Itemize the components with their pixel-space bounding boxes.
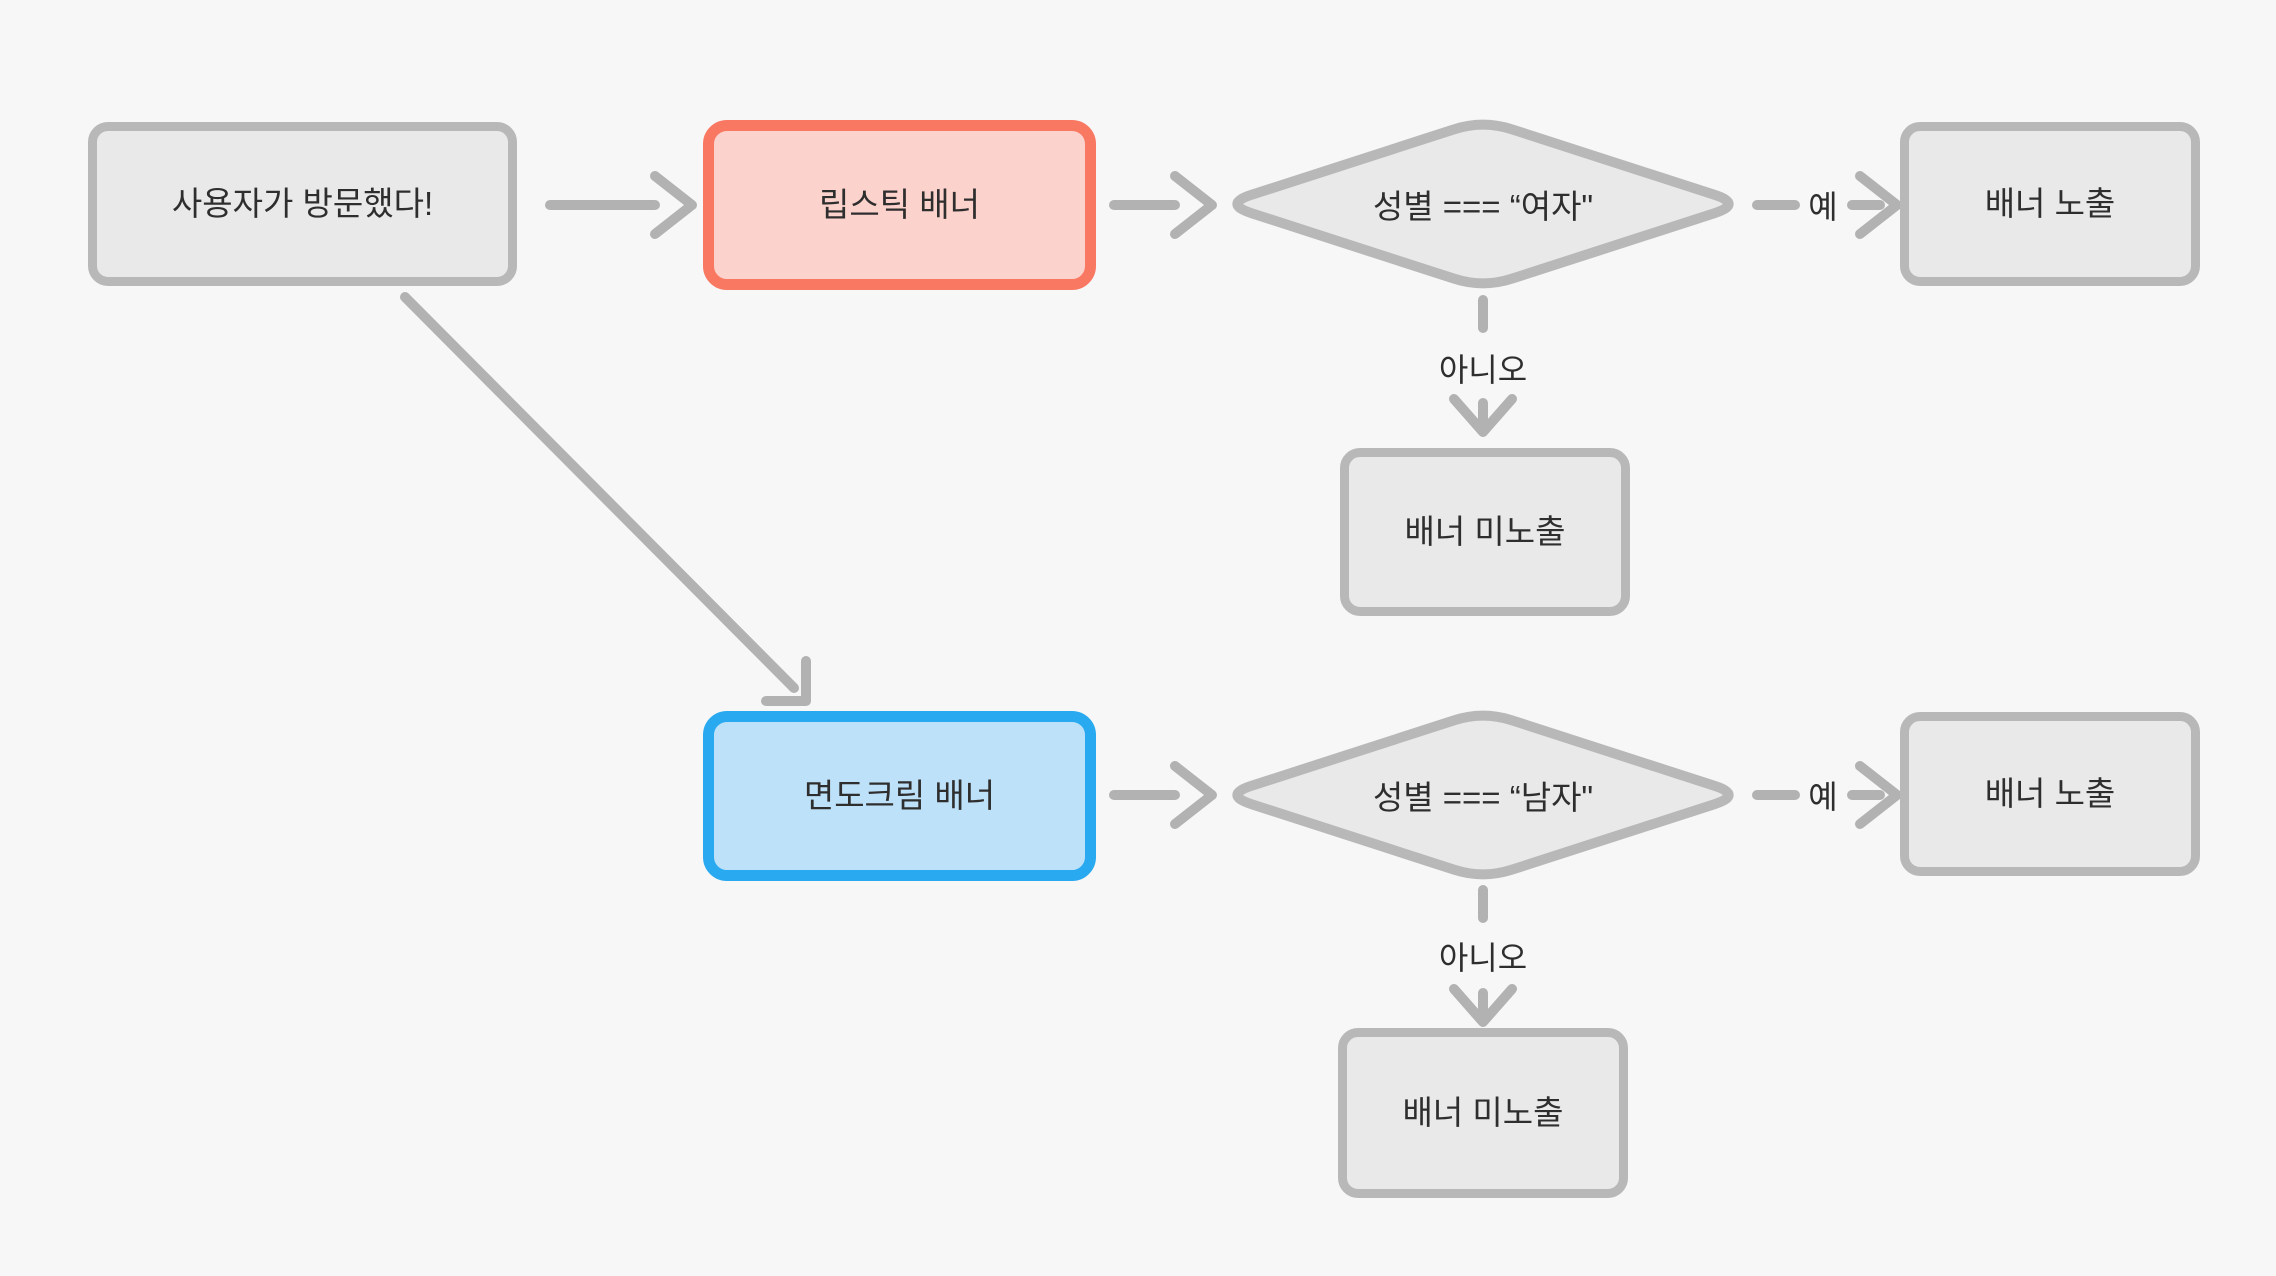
node-banner-hidden-bottom-label: 배너 미노출 bbox=[1402, 1094, 1564, 1132]
edge-label-yes-top: 예 bbox=[1808, 189, 1838, 225]
node-banner-shown-bottom: 배너 노출 bbox=[1900, 712, 2200, 876]
node-shaving-cream-banner: 면도크림 배너 bbox=[703, 711, 1096, 881]
edge-no-to-hidden-bottom-arrowhead-icon bbox=[1449, 984, 1517, 1027]
edge-shaving-to-decision-arrowhead-icon bbox=[1170, 761, 1217, 829]
node-banner-hidden-top-label: 배너 미노출 bbox=[1404, 513, 1566, 551]
decision-gender-female-label: 성별 === “여자" bbox=[1372, 188, 1594, 225]
decision-gender-male-shape bbox=[1232, 710, 1734, 880]
edge-label-no-top: 아니오 bbox=[1438, 352, 1528, 388]
edge-label-no-bottom: 아니오 bbox=[1438, 940, 1528, 976]
node-banner-hidden-bottom: 배너 미노출 bbox=[1338, 1028, 1628, 1198]
edge-start-to-lipstick-arrowhead-icon bbox=[650, 171, 697, 239]
edge-no-to-hidden-top-arrowhead-icon bbox=[1449, 394, 1517, 437]
node-banner-hidden-top: 배너 미노출 bbox=[1340, 448, 1630, 616]
node-banner-shown-top: 배너 노출 bbox=[1900, 122, 2200, 286]
edge-label-yes-bottom: 예 bbox=[1808, 779, 1838, 815]
edge-start-to-shaving-line bbox=[400, 292, 799, 693]
node-start: 사용자가 방문했다! bbox=[88, 122, 517, 286]
decision-gender-male-label: 성별 === “남자" bbox=[1372, 779, 1594, 816]
edge-yes-to-shown-top-arrowhead-icon bbox=[1855, 171, 1902, 239]
node-shaving-cream-banner-label: 면도크림 배너 bbox=[803, 777, 996, 815]
edge-yes-to-shown-bottom-arrowhead-icon bbox=[1855, 761, 1902, 829]
node-banner-shown-bottom-label: 배너 노출 bbox=[1984, 775, 2116, 813]
decision-gender-female-shape bbox=[1232, 119, 1734, 289]
edge-lipstick-to-decision-arrowhead-icon bbox=[1170, 171, 1217, 239]
edge-start-to-shaving-arrowhead-icon bbox=[761, 656, 811, 706]
node-lipstick-banner: 립스틱 배너 bbox=[703, 120, 1096, 290]
node-start-label: 사용자가 방문했다! bbox=[171, 185, 434, 223]
node-lipstick-banner-label: 립스틱 배너 bbox=[819, 186, 980, 224]
node-banner-shown-top-label: 배너 노출 bbox=[1984, 185, 2116, 223]
